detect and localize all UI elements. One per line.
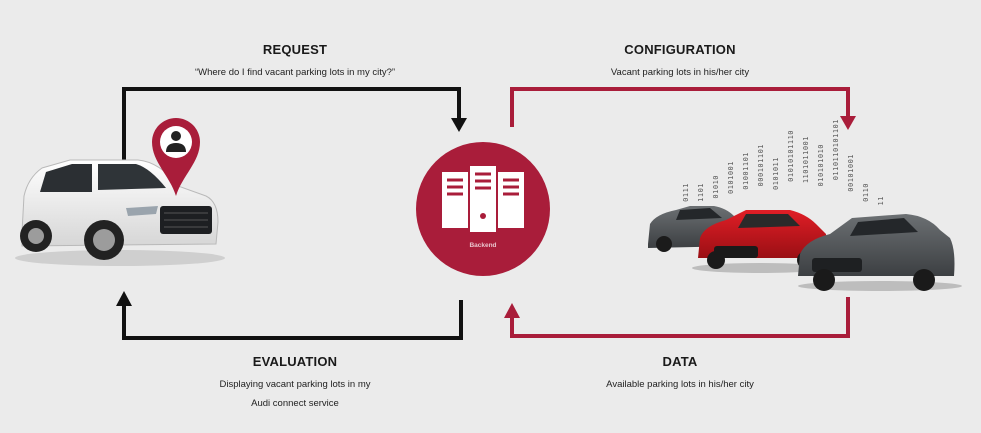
binary-stream: 01010101110 [787, 129, 795, 182]
binary-stream: 01010 [712, 175, 720, 199]
binary-stream: 1101011001 [802, 136, 810, 184]
binary-stream: 010101010 [817, 144, 825, 187]
binary-stream: 11 [877, 195, 885, 206]
configuration-arrow [510, 87, 856, 130]
evaluation-title: EVALUATION [252, 354, 338, 369]
request-title: REQUEST [262, 42, 328, 57]
location-pin-icon [152, 118, 200, 196]
binary-stream: 0101011 [772, 156, 780, 190]
binary-stream: 1101 [697, 183, 705, 203]
backend-server: Backend [416, 142, 550, 276]
grey-car-front-image [798, 214, 962, 291]
binary-stream: 00101001 [847, 154, 855, 193]
evaluation-text-line2: Audi connect service [251, 398, 339, 409]
evaluation-text-line1: Displaying vacant parking lots in my [219, 379, 371, 390]
evaluation-arrow [116, 291, 463, 340]
request-arrow [122, 87, 467, 162]
user-car-image [15, 159, 225, 266]
data-title: DATA [662, 354, 698, 369]
data-arrow [504, 297, 850, 338]
server-label: Backend [469, 242, 497, 249]
request-text: “Where do I find vacant parking lots in … [194, 67, 396, 78]
configuration-text: Vacant parking lots in his/her city [610, 67, 750, 78]
binary-stream: 0110 [862, 183, 870, 203]
binary-stream: 01001101 [742, 152, 750, 191]
data-text: Available parking lots in his/her city [606, 379, 754, 390]
server-icon [442, 166, 524, 232]
binary-stream: 0101001 [727, 160, 735, 194]
binary-stream: 0111 [682, 183, 690, 203]
configuration-title: CONFIGURATION [624, 42, 736, 57]
binary-stream: 000101101 [757, 144, 765, 187]
binary-stream: 0110110101101 [832, 119, 840, 181]
